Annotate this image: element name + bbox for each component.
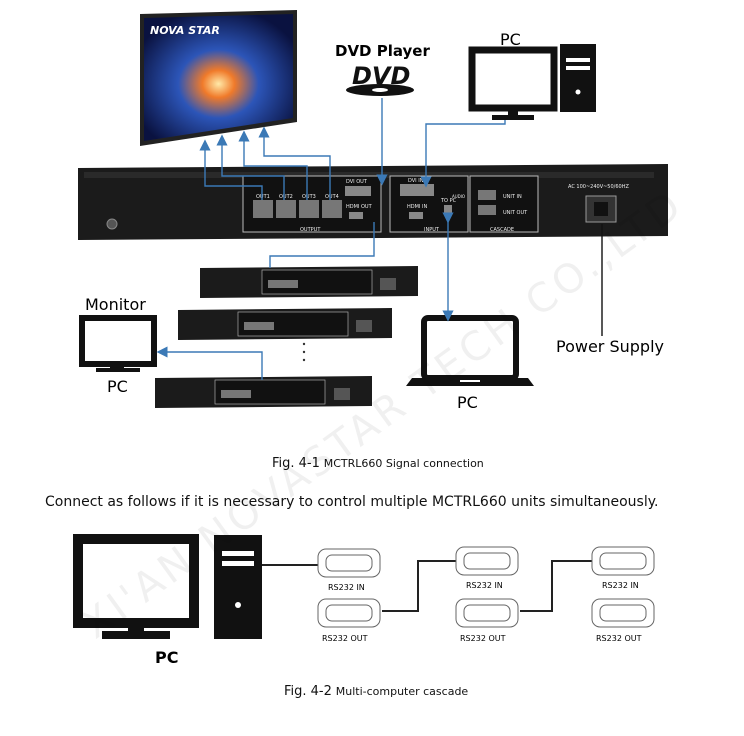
svg-text:RS232 IN: RS232 IN xyxy=(602,581,639,590)
svg-text:RS232 OUT: RS232 OUT xyxy=(596,634,642,643)
svg-text:DVI IN: DVI IN xyxy=(408,178,424,184)
svg-text:OUT4: OUT4 xyxy=(325,194,339,200)
cascade-pc-label: PC xyxy=(155,648,178,667)
monitor-label: Monitor xyxy=(85,295,146,314)
figure-1-text: MCTRL660 Signal connection xyxy=(323,457,484,470)
figure-1-number: Fig. 4-1 xyxy=(272,456,320,471)
signal-connection-diagram: NOVA STAR DVD Player DVD PC OUT1 OUT2 OU… xyxy=(78,10,668,412)
dvd-logo-icon: DVD xyxy=(346,62,414,96)
figure-1-caption: Fig. 4-1 MCTRL660 Signal connection xyxy=(272,456,484,471)
svg-text:RS232 IN: RS232 IN xyxy=(328,583,365,592)
cascaded-controllers xyxy=(155,266,418,408)
laptop-pc-label: PC xyxy=(457,393,478,412)
connection-lines xyxy=(156,98,603,380)
svg-text:INPUT: INPUT xyxy=(424,227,440,233)
svg-text:UNIT OUT: UNIT OUT xyxy=(503,210,528,216)
rs232-port-group-1 xyxy=(317,548,381,628)
mctrl660-rear-panel: OUT1 OUT2 OUT3 OUT4 DVI OUT HDMI OUT OUT… xyxy=(78,164,668,240)
figure-2-caption: Fig. 4-2 Multi-computer cascade xyxy=(284,684,468,699)
svg-text:HDMI IN: HDMI IN xyxy=(407,204,427,210)
laptop-icon xyxy=(406,315,534,386)
svg-text:RS232 OUT: RS232 OUT xyxy=(460,634,506,643)
svg-text:AUDIO: AUDIO xyxy=(452,194,465,199)
power-supply-label: Power Supply xyxy=(556,337,664,356)
monitor-pc-label: PC xyxy=(107,377,128,396)
led-screen: NOVA STAR xyxy=(140,10,297,146)
monitor-icon xyxy=(79,315,157,372)
svg-text:OUT3: OUT3 xyxy=(302,194,316,200)
multi-computer-cascade-diagram: PC RS232 IN RS232 OUT RS232 IN RS232 OUT… xyxy=(73,534,655,667)
figure-2-number: Fig. 4-2 xyxy=(284,684,332,699)
svg-text:DVI OUT: DVI OUT xyxy=(346,179,368,185)
pc-top-icon xyxy=(468,44,596,120)
rs232-port-group-3 xyxy=(591,546,655,628)
svg-text:AC 100~240V~50/60HZ: AC 100~240V~50/60HZ xyxy=(568,184,629,190)
rs232-port-group-2 xyxy=(455,546,519,628)
dvd-player-label: DVD Player xyxy=(335,42,430,60)
cascade-pc-icon xyxy=(73,534,262,639)
svg-text:UNIT IN: UNIT IN xyxy=(503,194,522,200)
svg-text:HDMI OUT: HDMI OUT xyxy=(346,204,373,210)
svg-text:RS232 IN: RS232 IN xyxy=(466,581,503,590)
svg-text:CASCADE: CASCADE xyxy=(490,227,514,233)
screen-brand: NOVA STAR xyxy=(150,24,220,37)
svg-text:TO PC: TO PC xyxy=(440,198,457,204)
pc-top-label: PC xyxy=(500,30,521,49)
intro-paragraph: Connect as follows if it is necessary to… xyxy=(45,494,659,510)
output-ports xyxy=(253,200,342,218)
svg-text:RS232 OUT: RS232 OUT xyxy=(322,634,368,643)
svg-text:OUT1: OUT1 xyxy=(256,194,270,200)
figure-2-text: Multi-computer cascade xyxy=(335,685,469,698)
svg-text:OUTPUT: OUTPUT xyxy=(300,227,321,233)
rs232-cables xyxy=(262,560,594,612)
svg-text:OUT2: OUT2 xyxy=(279,194,293,200)
